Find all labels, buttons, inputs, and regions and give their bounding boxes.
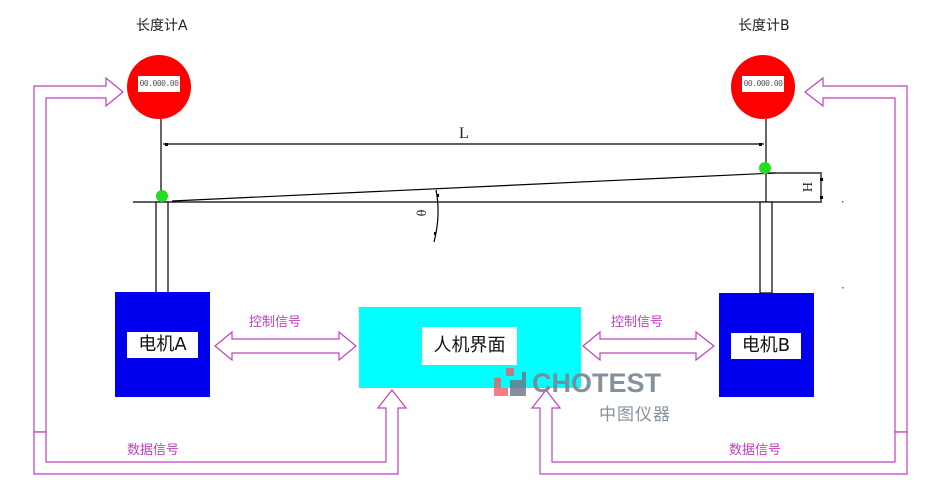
control-arrow-left	[214, 330, 357, 362]
logo-brand: CHOTEST	[532, 368, 662, 398]
contact-point-a	[156, 190, 168, 202]
contact-point-b	[759, 162, 771, 174]
motor-a: 电机A	[115, 292, 210, 397]
length-label: L	[459, 125, 469, 142]
gauge-b-title: 长度计B	[738, 18, 790, 34]
motor-a-label: 电机A	[127, 332, 198, 358]
logo-mark-icon	[494, 368, 526, 396]
motor-b-shaft	[759, 201, 773, 294]
logo-subtitle: 中图仪器	[599, 405, 671, 425]
control-arrow-right	[582, 330, 715, 362]
data-signal-right-label: 数据信号	[729, 443, 782, 458]
gauge-a: 00.000.00	[127, 55, 191, 119]
tilted-beam	[171, 172, 776, 202]
angle-label: θ	[412, 209, 428, 217]
control-signal-right-label: 控制信号	[611, 315, 664, 330]
chotest-logo: CHOTEST 中图仪器	[494, 366, 674, 425]
height-label: H	[799, 181, 815, 193]
motor-b: 电机B	[719, 293, 814, 397]
gauge-b: 00.000.00	[731, 55, 795, 119]
data-arrow-left-to-hmi	[33, 389, 408, 475]
data-arrow-left-to-gauge-a	[33, 76, 124, 433]
control-signal-left-label: 控制信号	[249, 315, 302, 330]
data-arrow-right-to-hmi	[530, 389, 908, 475]
gauge-a-title: 长度计A	[136, 18, 188, 34]
hmi-panel: 人机界面	[359, 307, 581, 388]
gauge-b-display: 00.000.00	[742, 76, 784, 92]
motor-b-label: 电机B	[731, 333, 801, 359]
hmi-label: 人机界面	[422, 327, 517, 365]
angle-arc	[433, 189, 439, 243]
gauge-a-display: 00.000.00	[138, 76, 180, 92]
data-signal-left-label: 数据信号	[127, 443, 180, 458]
data-arrow-right-to-gauge-b	[804, 76, 908, 433]
motor-a-shaft	[155, 201, 169, 294]
